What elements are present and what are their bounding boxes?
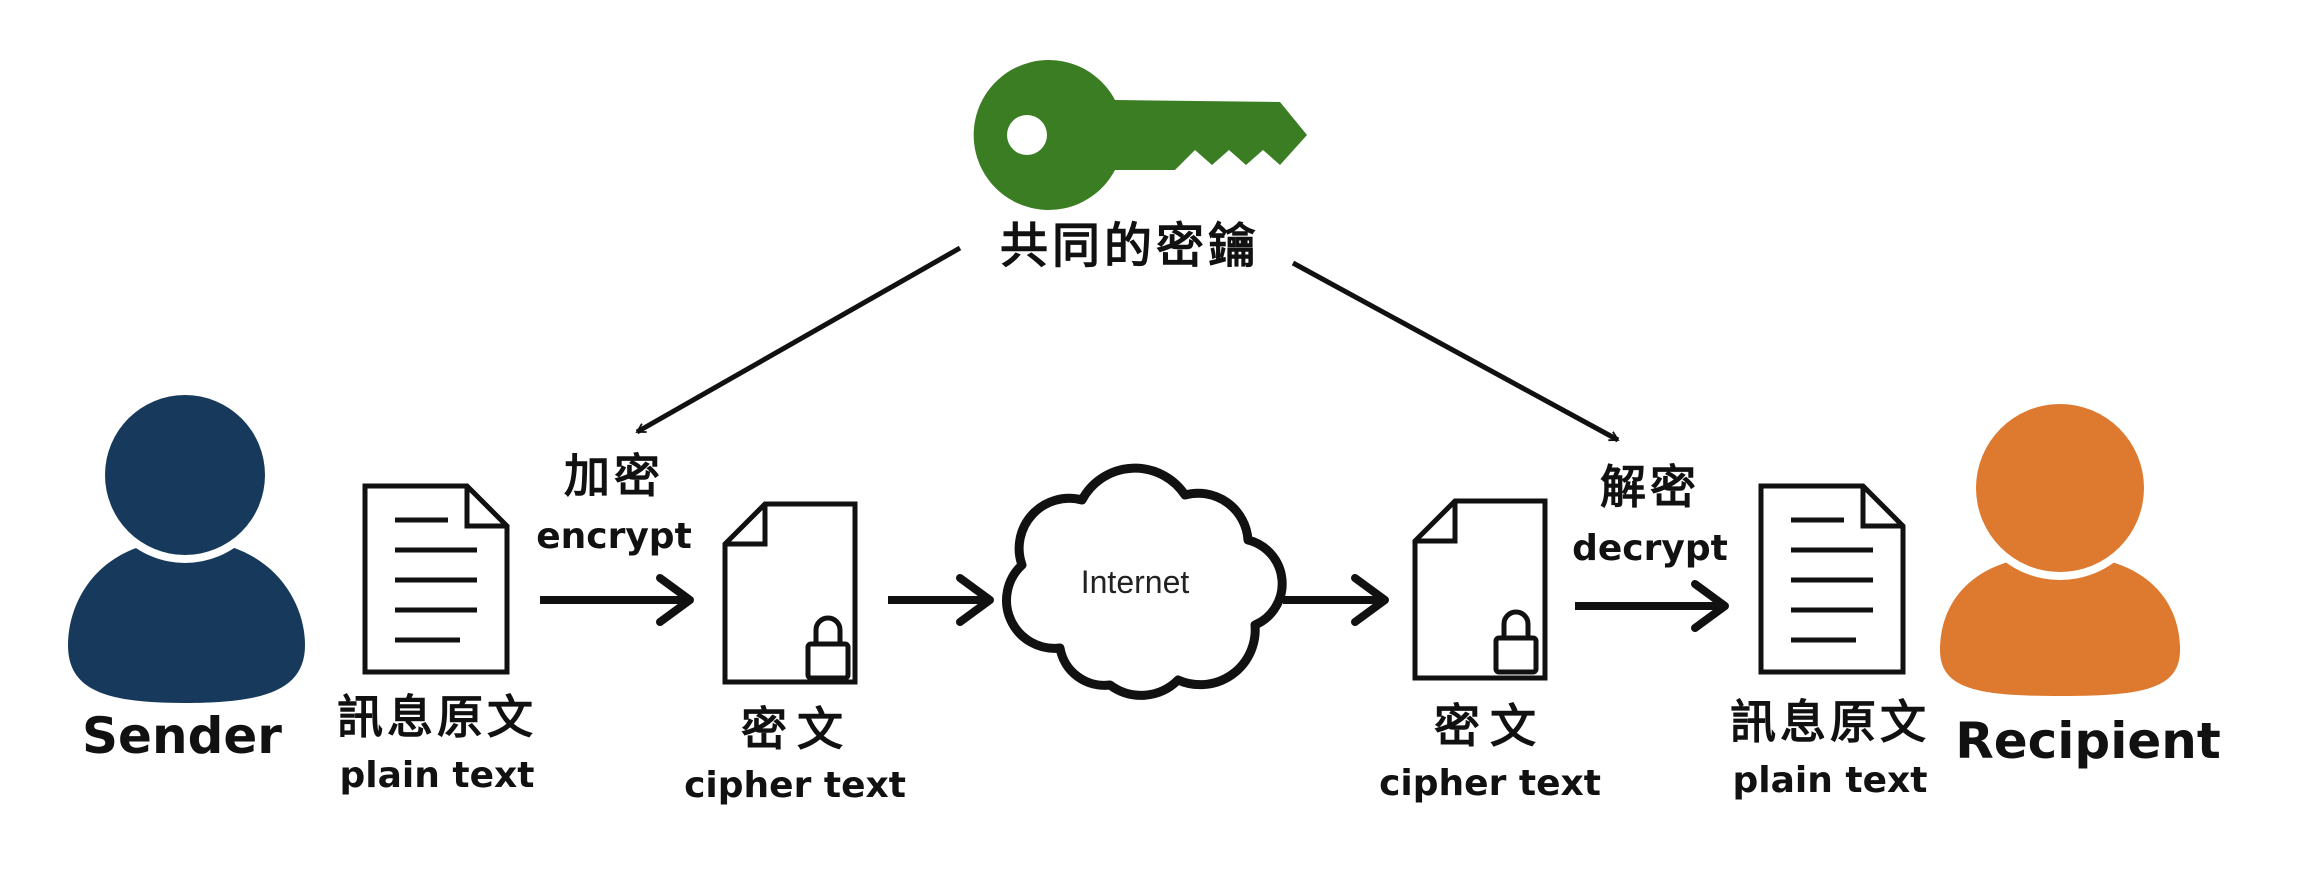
cipher-text-en-right: cipher text (1379, 763, 1601, 804)
send-arrow (888, 574, 994, 626)
encrypt-arrow (540, 574, 694, 626)
internet-label: Internet (1081, 564, 1190, 600)
decrypt-arrow (1575, 580, 1729, 632)
plain-text-document-icon-left (362, 483, 510, 675)
plain-text-cn-right: 訊息原文 (1730, 695, 1930, 749)
sender-person-icon (68, 387, 305, 703)
cloud-icon (1002, 463, 1287, 700)
encrypt-en-label: encrypt (536, 516, 692, 557)
plain-text-en-left: plain text (340, 755, 535, 796)
decrypt-cn-label: 解密 (1600, 460, 1700, 514)
encrypt-cn-label: 加密 (564, 449, 664, 503)
cipher-text-document-icon-left (722, 501, 858, 685)
sender-label: Sender (82, 707, 282, 765)
plain-text-en-right: plain text (1733, 760, 1928, 801)
plain-text-document-icon-right (1758, 483, 1906, 675)
receive-arrow (1283, 574, 1389, 626)
cipher-text-document-icon-right (1412, 498, 1548, 681)
cipher-text-cn-left: 密文 (741, 702, 853, 756)
cipher-text-en-left: cipher text (684, 765, 906, 806)
plain-text-cn-left: 訊息原文 (337, 690, 537, 744)
shared-key-label: 共同的密鑰 (1000, 218, 1260, 274)
key-to-encrypt-arrow (635, 245, 962, 435)
recipient-person-icon (1940, 396, 2180, 696)
decrypt-en-label: decrypt (1572, 528, 1728, 569)
recipient-label: Recipient (1955, 712, 2221, 770)
cipher-text-cn-right: 密文 (1434, 699, 1546, 753)
key-icon (973, 59, 1307, 211)
key-to-decrypt-arrow (1291, 260, 1620, 443)
